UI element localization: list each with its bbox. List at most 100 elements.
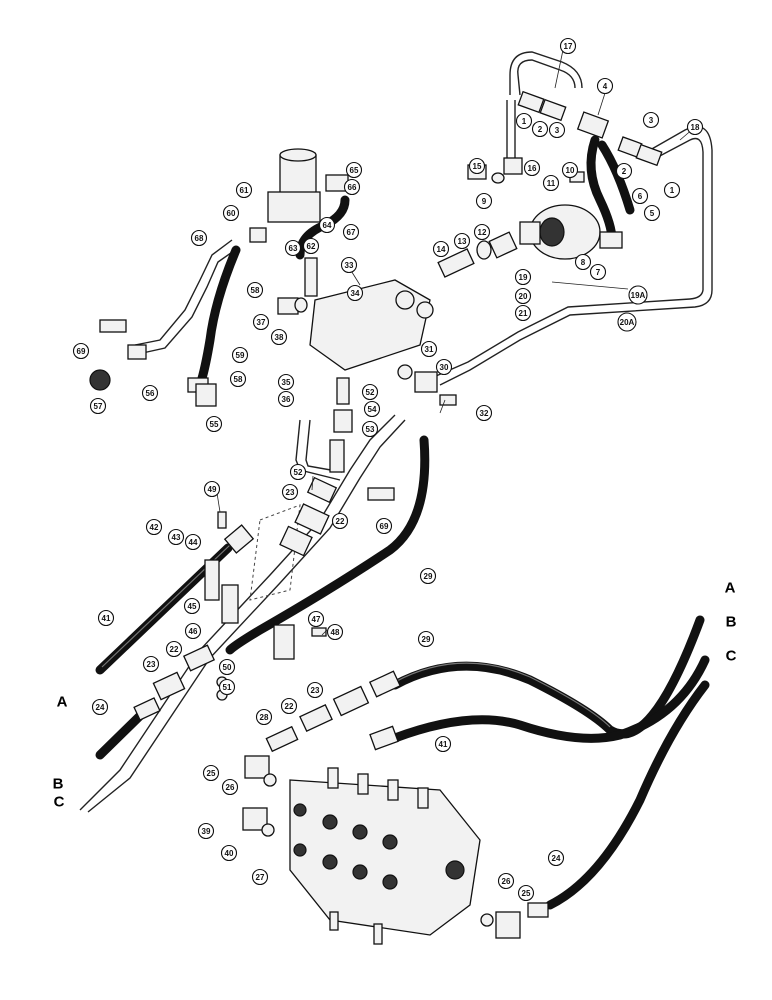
callout-19: 19	[514, 268, 532, 286]
callout-circle	[270, 328, 288, 346]
callout-number: 14	[437, 245, 446, 254]
callout-circle	[345, 161, 363, 179]
callout-number: 34	[351, 289, 360, 298]
callout-25: 25	[517, 884, 535, 902]
callout-46: 46	[184, 622, 202, 640]
callout-32: 32	[475, 404, 493, 422]
callout-circle	[589, 263, 607, 281]
callout-number: 23	[147, 660, 156, 669]
callout-number: 24	[96, 703, 105, 712]
callout-circle	[615, 162, 633, 180]
callout-number: 26	[226, 783, 235, 792]
callout-number: 31	[425, 345, 434, 354]
callout-circle	[326, 623, 344, 641]
callout-52: 52	[289, 463, 307, 481]
callout-6: 6	[631, 187, 649, 205]
callout-circle	[318, 216, 336, 234]
callout-11: 11	[542, 174, 560, 192]
callout-circle	[628, 285, 648, 305]
callout-number: 60	[227, 209, 236, 218]
callout-69: 69	[72, 342, 90, 360]
callout-25: 25	[202, 764, 220, 782]
callout-circle	[190, 229, 208, 247]
callout-number: 52	[294, 468, 303, 477]
callout-43: 43	[167, 528, 185, 546]
callout-circle	[663, 181, 681, 199]
callout-39: 39	[197, 822, 215, 840]
callout-circle	[363, 400, 381, 418]
callout-number: 18	[691, 123, 700, 132]
callout-number: 19	[519, 273, 528, 282]
callout-35: 35	[277, 373, 295, 391]
callout-59: 59	[231, 346, 249, 364]
callout-circle	[218, 658, 236, 676]
hose-letter-a: A	[57, 694, 68, 711]
callout-27: 27	[251, 868, 269, 886]
callout-50: 50	[218, 658, 236, 676]
callout-34: 34	[346, 284, 364, 302]
callout-26: 26	[497, 872, 515, 890]
callout-circle	[453, 232, 471, 250]
callout-circle	[475, 192, 493, 210]
callout-circle	[218, 678, 236, 696]
callout-circle	[643, 204, 661, 222]
callout-29: 29	[419, 567, 437, 585]
callout-53: 53	[361, 420, 379, 438]
callout-number: 30	[440, 363, 449, 372]
callout-circle	[561, 161, 579, 179]
callout-circle	[165, 640, 183, 658]
callout-circle	[514, 268, 532, 286]
callout-circle	[167, 528, 185, 546]
callout-number: 66	[348, 183, 357, 192]
callout-number: 51	[223, 683, 232, 692]
callout-circle	[205, 415, 223, 433]
callout-number: 56	[146, 389, 155, 398]
callout-circle	[435, 358, 453, 376]
hose-letter-a: A	[725, 580, 736, 597]
callout-3: 3	[642, 111, 660, 129]
callout-54: 54	[363, 400, 381, 418]
callout-19a: 19A	[628, 285, 648, 305]
callout-number: 22	[336, 517, 345, 526]
callout-circle	[419, 567, 437, 585]
callout-12: 12	[473, 223, 491, 241]
callout-24: 24	[91, 698, 109, 716]
callout-number: 63	[289, 244, 298, 253]
callout-number: 35	[282, 378, 291, 387]
callout-circle	[340, 256, 358, 274]
callout-circle	[361, 383, 379, 401]
callout-number: 55	[210, 420, 219, 429]
callout-number: 3	[649, 116, 654, 125]
callout-57: 57	[89, 397, 107, 415]
callout-circle	[342, 223, 360, 241]
callout-22: 22	[280, 697, 298, 715]
callout-9: 9	[475, 192, 493, 210]
callout-number: 23	[311, 686, 320, 695]
callout-number: 16	[528, 164, 537, 173]
callout-5: 5	[643, 204, 661, 222]
callout-24: 24	[547, 849, 565, 867]
hose-letter-b: B	[726, 614, 737, 631]
callout-number: 11	[547, 179, 556, 188]
callout-17: 17	[559, 37, 577, 55]
callout-52: 52	[361, 383, 379, 401]
callout-circle	[361, 420, 379, 438]
callout-number: 20A	[620, 318, 635, 327]
hose-letter-b: B	[53, 776, 64, 793]
callout-number: 59	[236, 351, 245, 360]
callout-61: 61	[235, 181, 253, 199]
callout-51: 51	[218, 678, 236, 696]
callout-circle	[343, 178, 361, 196]
callout-circle	[72, 342, 90, 360]
callout-circle	[91, 698, 109, 716]
callout-number: 17	[564, 42, 573, 51]
callout-circle	[302, 237, 320, 255]
hose-letter-c: C	[54, 794, 65, 811]
callout-number: 64	[323, 221, 332, 230]
callout-circle	[432, 240, 450, 258]
callout-number: 69	[380, 522, 389, 531]
callout-circle	[417, 630, 435, 648]
callout-circle	[306, 681, 324, 699]
callout-circle	[473, 223, 491, 241]
